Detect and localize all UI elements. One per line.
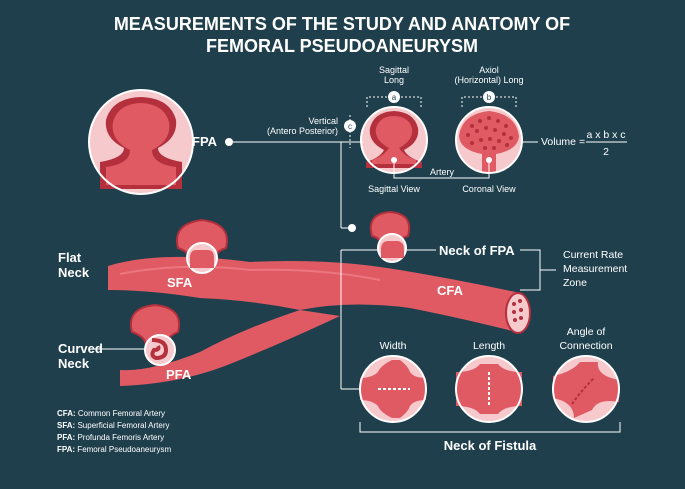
- curved-neck-label-1: Curved: [58, 341, 103, 356]
- marker-c: [344, 120, 356, 132]
- sfa-pseudoaneurysm: [176, 218, 228, 274]
- sagittal-view-label: Sagittal View: [368, 184, 420, 194]
- pfa-label: PFA: [166, 367, 192, 382]
- neck-connector-dot: [348, 224, 356, 232]
- cfa-label: CFA: [437, 283, 464, 298]
- legend-item: CFA: Common Femoral Artery: [57, 409, 165, 418]
- volume-numerator: a x b x c: [586, 129, 625, 141]
- zone-label-2: Measurement: [563, 263, 627, 275]
- artery-label: Artery: [430, 167, 455, 177]
- pfa-pseudoaneurysm: [130, 303, 180, 366]
- marker-a: [388, 91, 400, 103]
- legend: CFA: Common Femoral Artery SFA: Superfic…: [57, 409, 171, 454]
- svg-text:a: a: [392, 93, 397, 102]
- cfa-pseudoaneurysm: [369, 210, 411, 263]
- legend-item: SFA: Superficial Femoral Artery: [57, 421, 170, 430]
- coronal-view-circle: [455, 106, 523, 174]
- sagittal-long-label-2: Long: [384, 75, 404, 85]
- fistula-angle-circle: [552, 355, 620, 423]
- fistula-bracket: [359, 422, 621, 433]
- zone-label-3: Zone: [563, 277, 587, 289]
- measurement-zone-bracket: [520, 249, 541, 291]
- title-line-2: FEMORAL PSEUDOANEURYSM: [206, 36, 478, 56]
- vertical-label-1: Vertical: [308, 116, 338, 126]
- femoral-artery-vessels: [108, 256, 531, 386]
- fistula-length-circle: [455, 355, 523, 423]
- sfa-label: SFA: [167, 275, 193, 290]
- neck-of-fistula-label: Neck of Fistula: [444, 438, 537, 453]
- legend-item: FPA: Femoral Pseudoaneurysm: [57, 445, 171, 454]
- marker-b: [483, 91, 495, 103]
- fistula-width-circle: [359, 355, 427, 423]
- neck-of-fpa-label: Neck of FPA: [439, 243, 515, 258]
- coronal-view-label: Coronal View: [462, 184, 516, 194]
- legend-item: PFA: Profunda Femoris Artery: [57, 433, 164, 442]
- svg-text:b: b: [487, 93, 492, 102]
- width-label: Width: [380, 340, 407, 352]
- flat-neck-label-1: Flat: [58, 250, 82, 265]
- zone-label-1: Current Rate: [563, 249, 623, 261]
- volume-label: Volume =: [541, 136, 585, 148]
- sagittal-long-label-1: Sagittal: [379, 65, 409, 75]
- fpa-label: FPA: [192, 134, 218, 149]
- length-label: Length: [473, 340, 505, 352]
- fpa-large-circle: [88, 89, 194, 195]
- curved-neck-label-2: Neck: [58, 356, 90, 371]
- angle-label-1: Angle of: [567, 326, 606, 338]
- flat-neck-label-2: Neck: [58, 265, 90, 280]
- axiol-label-2: (Horizontal) Long: [454, 75, 523, 85]
- svg-text:c: c: [348, 122, 352, 131]
- title-line-1: MEASUREMENTS OF THE STUDY AND ANATOMY OF: [114, 14, 570, 34]
- axiol-label-1: Axiol: [479, 65, 499, 75]
- vertical-label-2: (Antero Posterior): [267, 126, 338, 136]
- angle-label-2: Connection: [559, 340, 612, 352]
- volume-denominator: 2: [603, 146, 609, 158]
